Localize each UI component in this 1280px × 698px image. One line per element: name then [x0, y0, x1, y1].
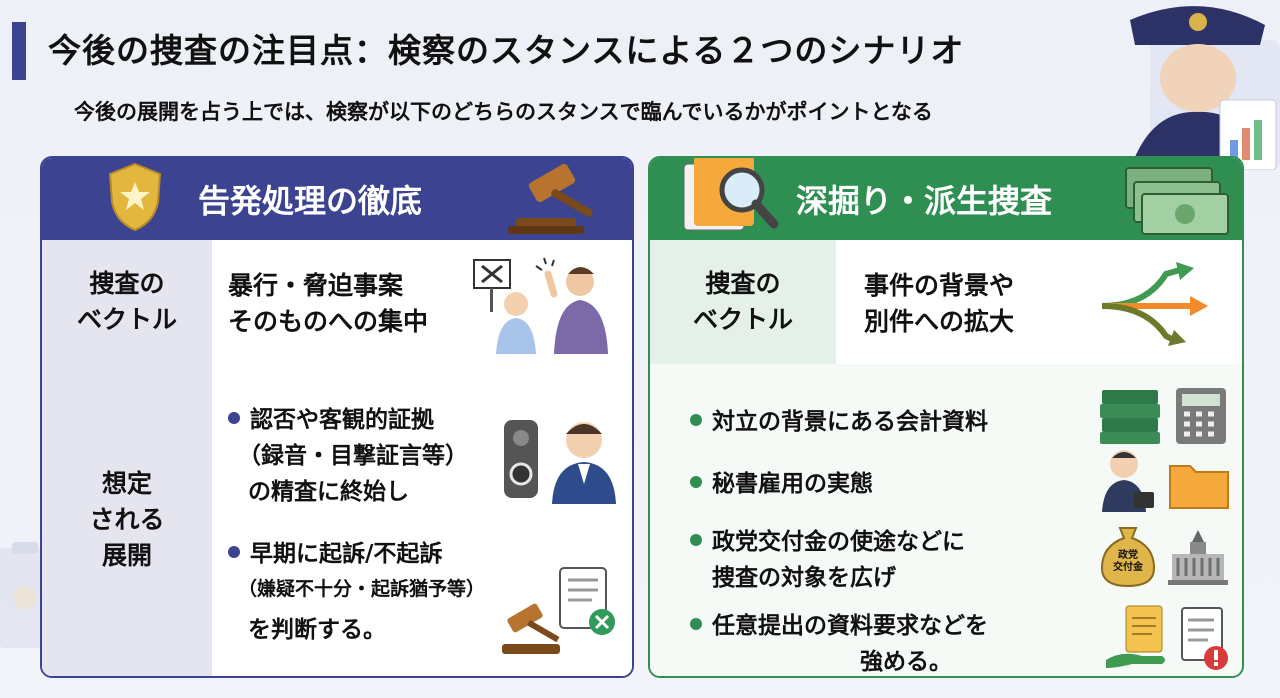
vector-text-line: そのものへの集中 [228, 307, 429, 337]
outlook-label-line: される [89, 504, 165, 534]
bag-label-line: 政党 [1118, 550, 1138, 561]
bullet-text: 秘書雇用の実態 [712, 471, 873, 497]
bullet-text: 対立の背景にある会計資料 [712, 409, 988, 435]
outlook-label-line: 想定 [101, 468, 152, 498]
clipboard-icon [0, 542, 52, 648]
bullet-item: 対立の背景にある会計資料 [690, 402, 988, 436]
outlook-row: 対立の背景にある会計資料 秘書雇用の実態 政党交付金の使途などに 捜査の対象を広… [650, 364, 1242, 676]
outlook-row: 想定される展開 認否や客観的証拠 （録音・目撃証言等） の精査に終始し 早期に起… [42, 364, 632, 676]
branching-arrows-icon [1101, 262, 1208, 346]
panel-title: 告発処理の徹底 [198, 182, 423, 220]
bullet-dot [690, 413, 702, 426]
bullet-item: 秘書雇用の実態 [690, 464, 873, 498]
bullet-text-line: （嫌疑不十分・起訴猶予等） [238, 578, 486, 600]
bullet-text: 早期に起訴/不起訴 [250, 541, 443, 567]
panel-header: 深掘り・派生捜査 [650, 158, 1242, 240]
bullet-dot [228, 411, 240, 424]
ledger-calculator-icon [1100, 388, 1226, 444]
page-subtitle: 今後の展開を占う上では、検察が以下のどちらのスタンスで臨んでいるかがポイントとな… [74, 100, 933, 124]
vector-text: 暴行・脅迫事案 そのものへの集中 [228, 268, 428, 341]
vector-text-line: 事件の背景や [864, 271, 1015, 300]
bullet-item: 早期に起訴/不起訴 [228, 534, 442, 568]
vector-label: 捜査のベクトル [650, 240, 836, 364]
vector-text-line: 別件への拡大 [864, 307, 1015, 337]
vector-text: 事件の背景や 別件への拡大 [864, 268, 1014, 341]
bullet-text-line: を判断する。 [248, 617, 386, 643]
outlook-label-line: 展開 [101, 541, 152, 571]
vector-text-line: 暴行・脅迫事案 [228, 271, 404, 300]
bullet-text: 認否や客観的証拠 [250, 407, 434, 433]
bullet-dot [690, 533, 702, 546]
vector-label-line: 捜査の [89, 268, 165, 298]
bullet-dot [690, 617, 702, 630]
scenario-panel-expand: 深掘り・派生捜査 捜査のベクトル 事件の背景や 別件への拡大 対立の背景にある会… [648, 156, 1244, 678]
bullet-text: 政党交付金の使途などに [712, 529, 965, 555]
bullet-item: 認否や客観的証拠 [228, 400, 434, 434]
gavel-document-reject-icon [502, 567, 615, 654]
vector-label-line: ベクトル [692, 305, 793, 334]
magnifier-folder-icon [683, 158, 779, 231]
panel-title: 深掘り・派生捜査 [796, 182, 1053, 220]
bullet-item: 政党交付金の使途などに [690, 522, 965, 556]
money-bills-icon [1125, 167, 1229, 235]
protest-figures-icon [473, 257, 608, 354]
vector-label: 捜査のベクトル [42, 240, 212, 364]
vector-row: 捜査のベクトル 事件の背景や 別件への拡大 [650, 240, 1242, 364]
bullet-dot [690, 475, 702, 488]
bullet-text-line: の精査に終始し [248, 479, 409, 505]
bag-label-line: 交付金 [1113, 562, 1143, 573]
party-subsidy-bag-icon: 政党 交付金 [1098, 524, 1158, 590]
outlook-label: 想定される展開 [42, 364, 212, 676]
vector-label-line: 捜査の [705, 268, 781, 298]
gavel-icon [508, 163, 593, 234]
vector-row: 捜査のベクトル 暴行・脅迫事案 そのものへの集中 [42, 240, 632, 364]
bullet-text: 任意提出の資料要求などを [712, 613, 988, 639]
bullet-item: 任意提出の資料要求などを [690, 606, 988, 640]
bullet-text-line: （録音・目撃証言等） [238, 443, 468, 469]
scenario-panel-strict: 告発処理の徹底 捜査のベクトル 暴行・脅迫事案 そのものへの集中 [40, 156, 634, 678]
secretary-folder-icon [1102, 450, 1229, 512]
police-badge-icon [108, 162, 162, 232]
document-request-icon [1106, 605, 1228, 670]
bullet-text-line: 捜査の対象を広げ [712, 565, 896, 591]
vector-label-line: ベクトル [76, 305, 177, 334]
bullet-dot [228, 545, 240, 558]
page-title: 今後の捜査の注目点：検察のスタンスによる２つのシナリオ [48, 31, 965, 70]
header-accent-bar [12, 22, 26, 80]
bullet-text-line: 強める。 [860, 649, 952, 675]
recorder-witness-icon [504, 420, 616, 504]
panel-header: 告発処理の徹底 [42, 158, 632, 240]
diet-building-icon [1168, 530, 1228, 585]
police-officer-icon [1130, 6, 1280, 170]
